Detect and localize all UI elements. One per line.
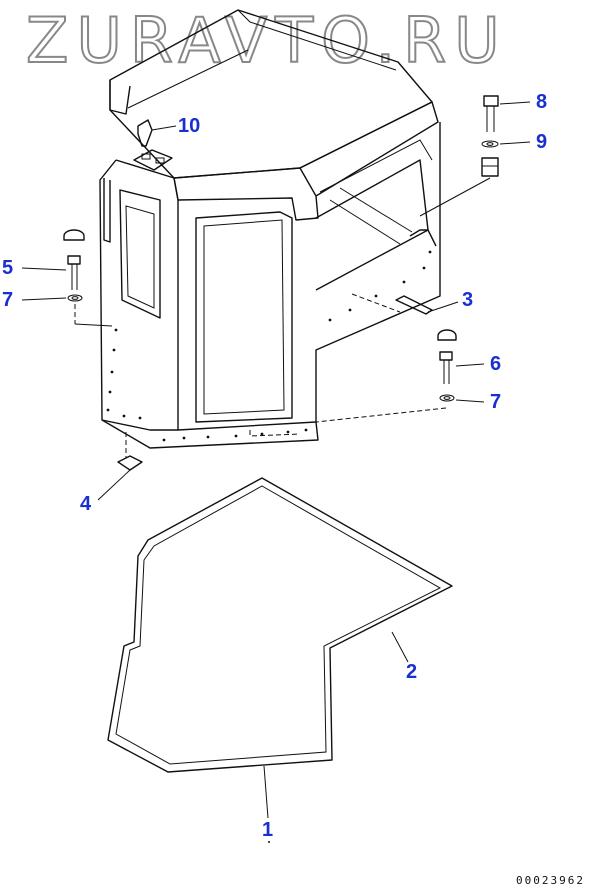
callout-8: 8 [536, 91, 548, 113]
callout-7-left: 7 [2, 289, 14, 311]
cab-holes [106, 250, 432, 442]
floor-seal [107, 477, 453, 843]
callout-7-right: 7 [490, 391, 502, 413]
callout-10: 10 [178, 115, 201, 137]
cab-roof [109, 9, 439, 221]
callout-9: 9 [536, 131, 548, 153]
cab-body [99, 122, 447, 458]
callout-4: 4 [80, 493, 92, 515]
document-number: 00023962 [516, 874, 585, 887]
bolt-top-right [419, 95, 531, 217]
bolt-left [21, 229, 113, 327]
hinge-pin [137, 119, 177, 147]
callout-3: 3 [462, 289, 474, 311]
callout-6: 6 [490, 353, 502, 375]
cushion-block [97, 455, 143, 501]
callout-5: 5 [2, 257, 14, 279]
bolt-right [437, 329, 485, 403]
watermark-logo: ZURAVTO.RU [25, 4, 508, 77]
callout-2: 2 [406, 661, 418, 683]
callout-1: 1 [262, 819, 274, 841]
bracket [395, 295, 459, 315]
